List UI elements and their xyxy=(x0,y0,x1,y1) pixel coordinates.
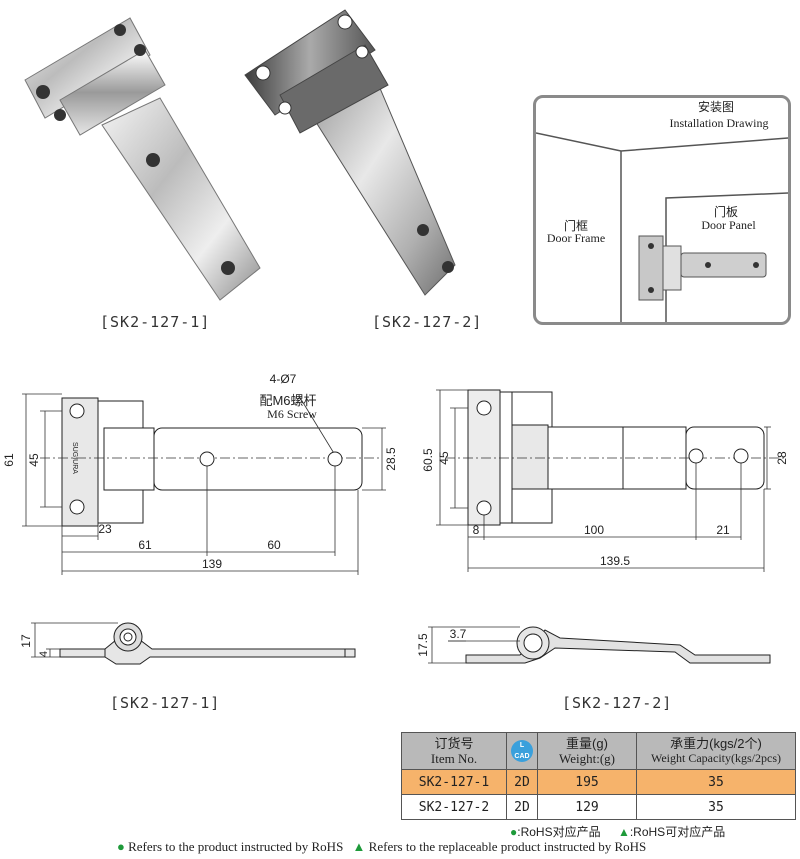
screw-note-cn: 配M6螺杆 xyxy=(259,393,316,408)
dim-61-vertical: 61 xyxy=(2,453,16,467)
screw-note-en: M6 Screw xyxy=(267,407,317,421)
cell-item: SK2-127-1 xyxy=(401,769,507,795)
product-photo-sk2-127-1 xyxy=(24,17,261,301)
legend-en: ● Refers to the product instructed by Ro… xyxy=(117,839,647,854)
header-capacity: 承重力(kgs/2个)Weight Capacity(kgs/2pcs) xyxy=(636,732,796,770)
product-photo-sk2-127-2 xyxy=(244,9,456,296)
dim-45: 45 xyxy=(437,451,451,465)
dim-139: 139 xyxy=(202,557,222,571)
svg-text:SUGIURA: SUGIURA xyxy=(71,442,78,474)
caption-drawing-2: [SK2-127-2] xyxy=(562,694,673,712)
cell-capacity: 35 xyxy=(636,794,796,820)
drawing-sk2-127-2-side: 17.5 3.7 xyxy=(416,626,771,664)
dim-21: 21 xyxy=(716,523,730,537)
install-title-en: Installation Drawing xyxy=(669,116,769,130)
caption-photo-1: [SK2-127-1] xyxy=(100,313,211,331)
dim-60-5: 60.5 xyxy=(421,448,435,472)
drawing-sk2-127-1-front: SUGIURA 61 45 28.5 23 61 60 139 4-Ø7 配M6… xyxy=(2,372,398,575)
cell-capacity: 35 xyxy=(636,769,796,795)
installation-wall-lines xyxy=(536,132,788,322)
dim-60: 60 xyxy=(267,538,281,552)
cell-cad: 2D xyxy=(506,769,538,795)
dim-4: 4 xyxy=(38,651,50,657)
installation-drawing-panel: 安装图 Installation Drawing 门框 Door Frame 门… xyxy=(533,95,791,325)
install-title-cn: 安装图 xyxy=(697,100,734,114)
rohs-triangle-icon: ▲ xyxy=(617,825,630,839)
door-panel-en: Door Panel xyxy=(701,218,756,232)
dim-61-horizontal: 61 xyxy=(138,538,152,552)
rohs-triangle-icon: ▲ xyxy=(352,839,366,854)
dim-17: 17 xyxy=(19,634,33,648)
caption-drawing-1: [SK2-127-1] xyxy=(110,694,221,712)
dim-3-7: 3.7 xyxy=(450,627,467,641)
door-frame-cn: 门框 xyxy=(563,219,588,233)
dim-139-5: 139.5 xyxy=(600,554,630,568)
dim-45-vertical: 45 xyxy=(27,453,41,467)
door-frame-en: Door Frame xyxy=(546,231,606,245)
cell-item: SK2-127-2 xyxy=(401,794,507,820)
cell-weight: 129 xyxy=(537,794,637,820)
cell-weight: 195 xyxy=(537,769,637,795)
dim-23: 23 xyxy=(98,522,112,536)
drawing-sk2-127-2-front: 60.5 45 28 8 100 21 139.5 xyxy=(421,389,789,572)
caption-photo-2: [SK2-127-2] xyxy=(372,313,483,331)
drawing-sk2-127-1-side: 17 4 xyxy=(19,622,356,665)
cell-cad: 2D xyxy=(506,794,538,820)
dim-28-5: 28.5 xyxy=(384,447,398,471)
dim-17-5: 17.5 xyxy=(416,633,430,657)
dim-28: 28 xyxy=(775,451,789,465)
dim-8: 8 xyxy=(473,523,480,537)
table-row: SK2-127-1 2D 195 35 xyxy=(401,769,796,795)
legend-cn: ●:RoHS对应产品 ▲:RoHS可对应产品 xyxy=(510,825,726,839)
header-weight: 重量(g)Weight:(g) xyxy=(537,732,637,770)
hole-note: 4-Ø7 xyxy=(270,372,297,386)
rohs-dot-icon: ● xyxy=(117,839,125,854)
door-panel-cn: 门板 xyxy=(713,205,738,219)
rohs-dot-icon: ● xyxy=(510,825,518,839)
table-row: SK2-127-2 2D 129 35 xyxy=(401,794,796,820)
dim-100: 100 xyxy=(584,523,604,537)
